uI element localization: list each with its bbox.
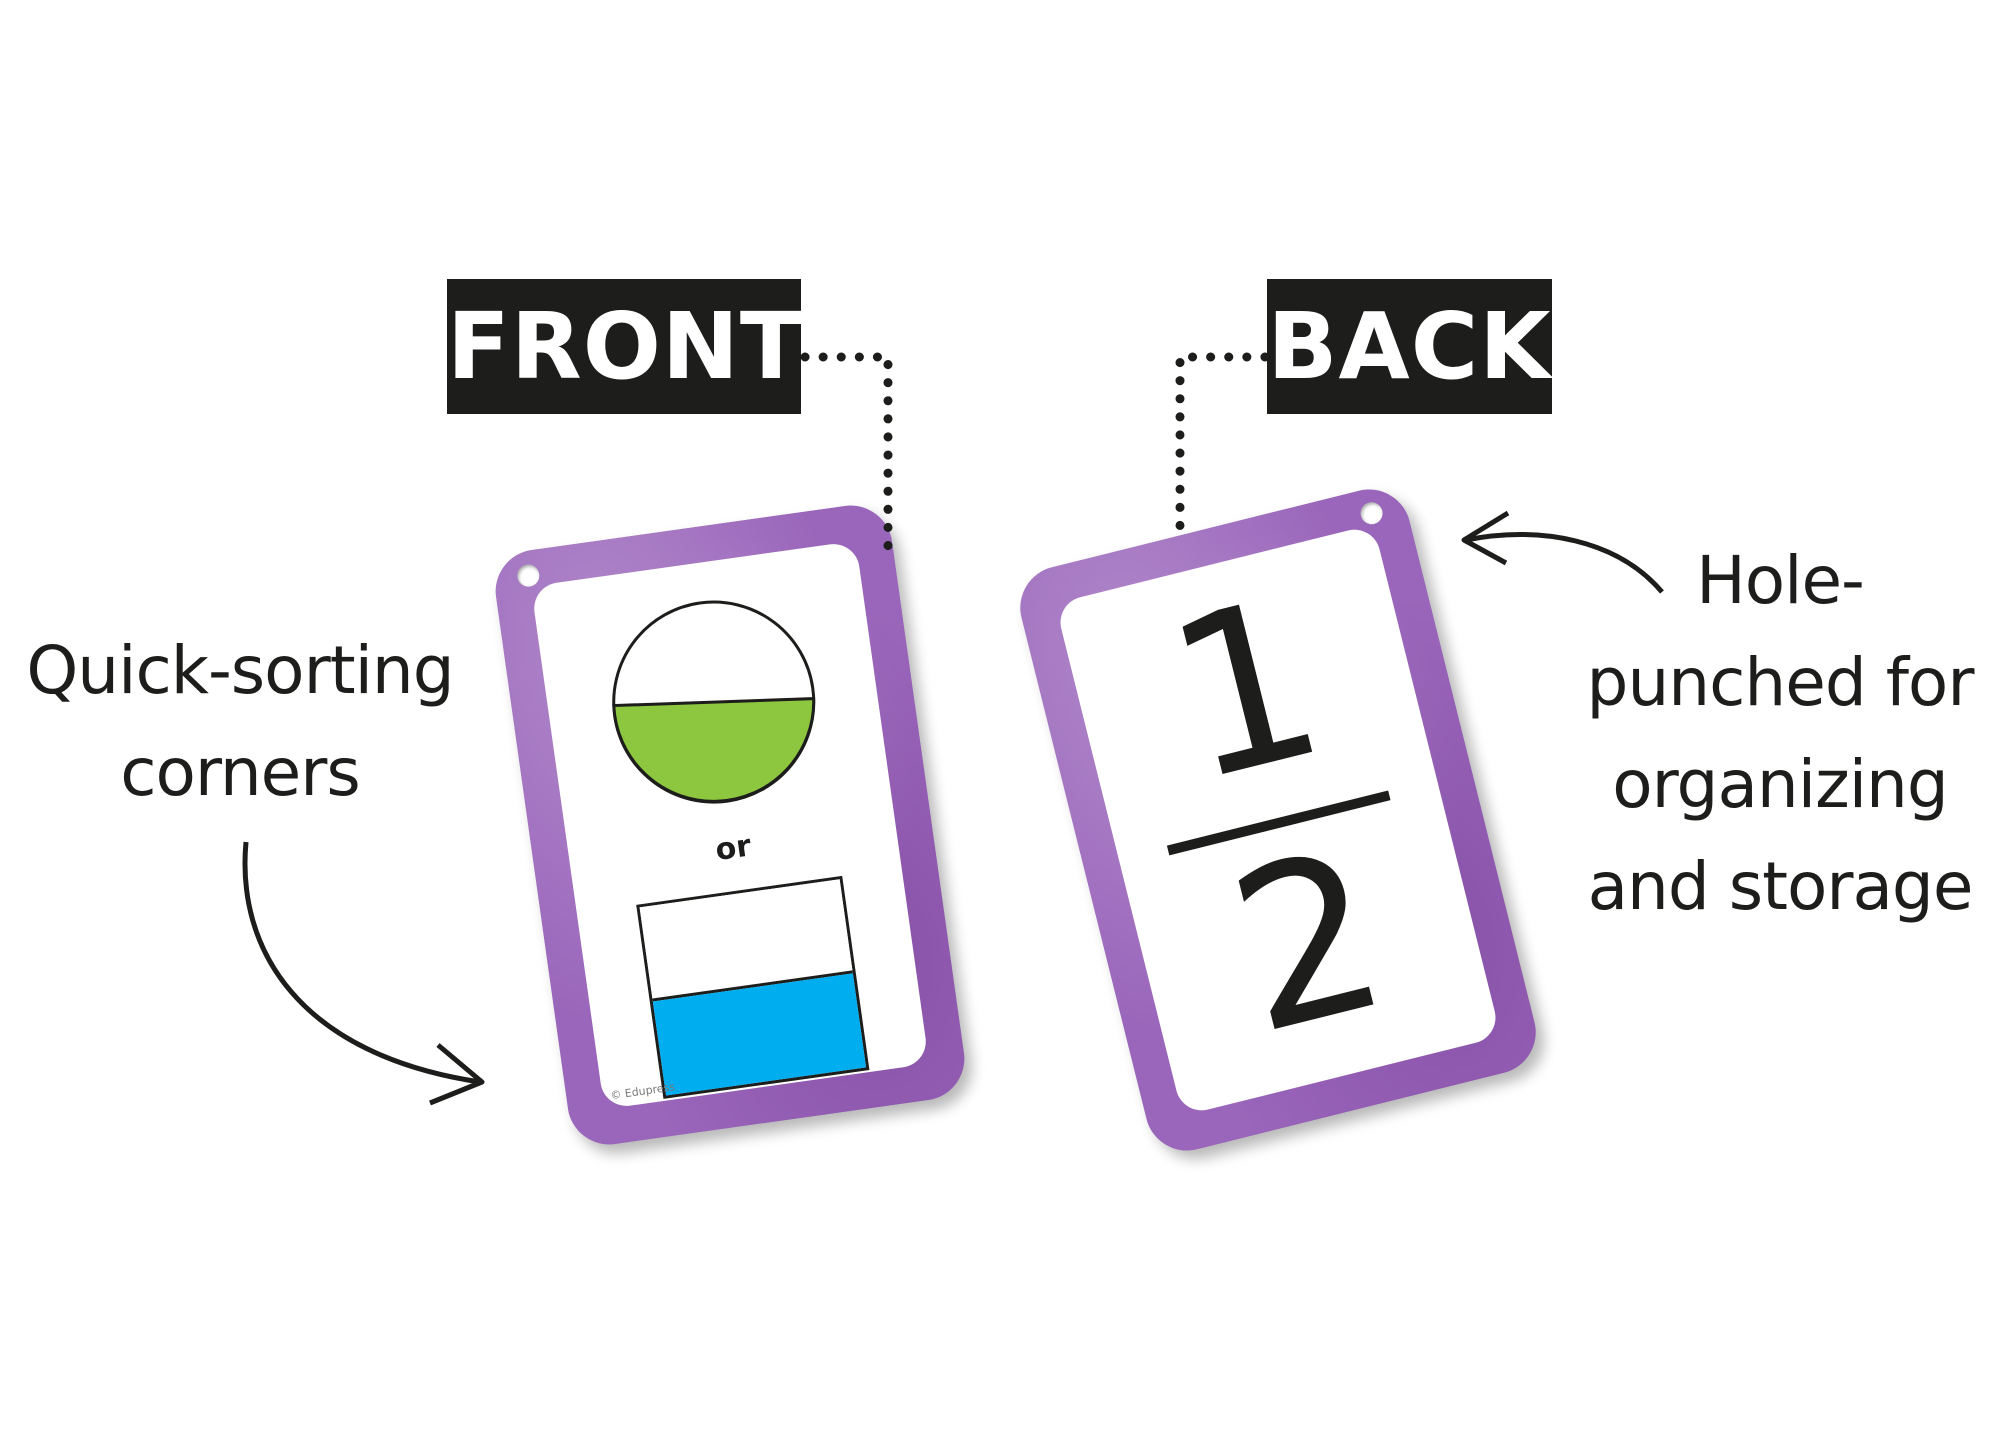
callout-line: corners (120, 734, 361, 811)
callout-line: Hole- (1696, 542, 1865, 619)
front-card: or © Edupress (490, 500, 970, 1150)
punch-hole (1358, 499, 1385, 527)
hole-punched-callout: Hole- punched for organizing and storage (1560, 530, 2000, 938)
quick-sorting-arrowhead (429, 1043, 485, 1106)
callout-line: punched for (1586, 644, 1975, 721)
fraction-denominator: 2 (1209, 801, 1408, 1084)
front-card-face: or © Edupress (530, 540, 930, 1110)
or-text: or (713, 828, 754, 869)
bar-fraction-figure (636, 875, 870, 1099)
front-label: FRONT (447, 279, 803, 414)
pie-fraction-figure (612, 600, 816, 804)
back-label: BACK (1267, 279, 1552, 414)
callout-line: and storage (1587, 848, 1974, 925)
back-card: 1 2 (1011, 480, 1545, 1160)
copyright-text: © Edupress (609, 1080, 676, 1103)
quick-sorting-callout: Quick-sorting corners (0, 620, 480, 824)
punch-hole (515, 563, 541, 589)
back-dotted-connector (1175, 352, 1270, 543)
back-card-face: 1 2 (1055, 524, 1501, 1116)
quick-sorting-arrow (242, 841, 481, 1085)
callout-line: Quick-sorting (26, 632, 454, 709)
callout-line: organizing (1612, 746, 1949, 823)
hole-punched-arrowhead (1461, 510, 1510, 566)
pie-shaded-slice (612, 697, 816, 803)
